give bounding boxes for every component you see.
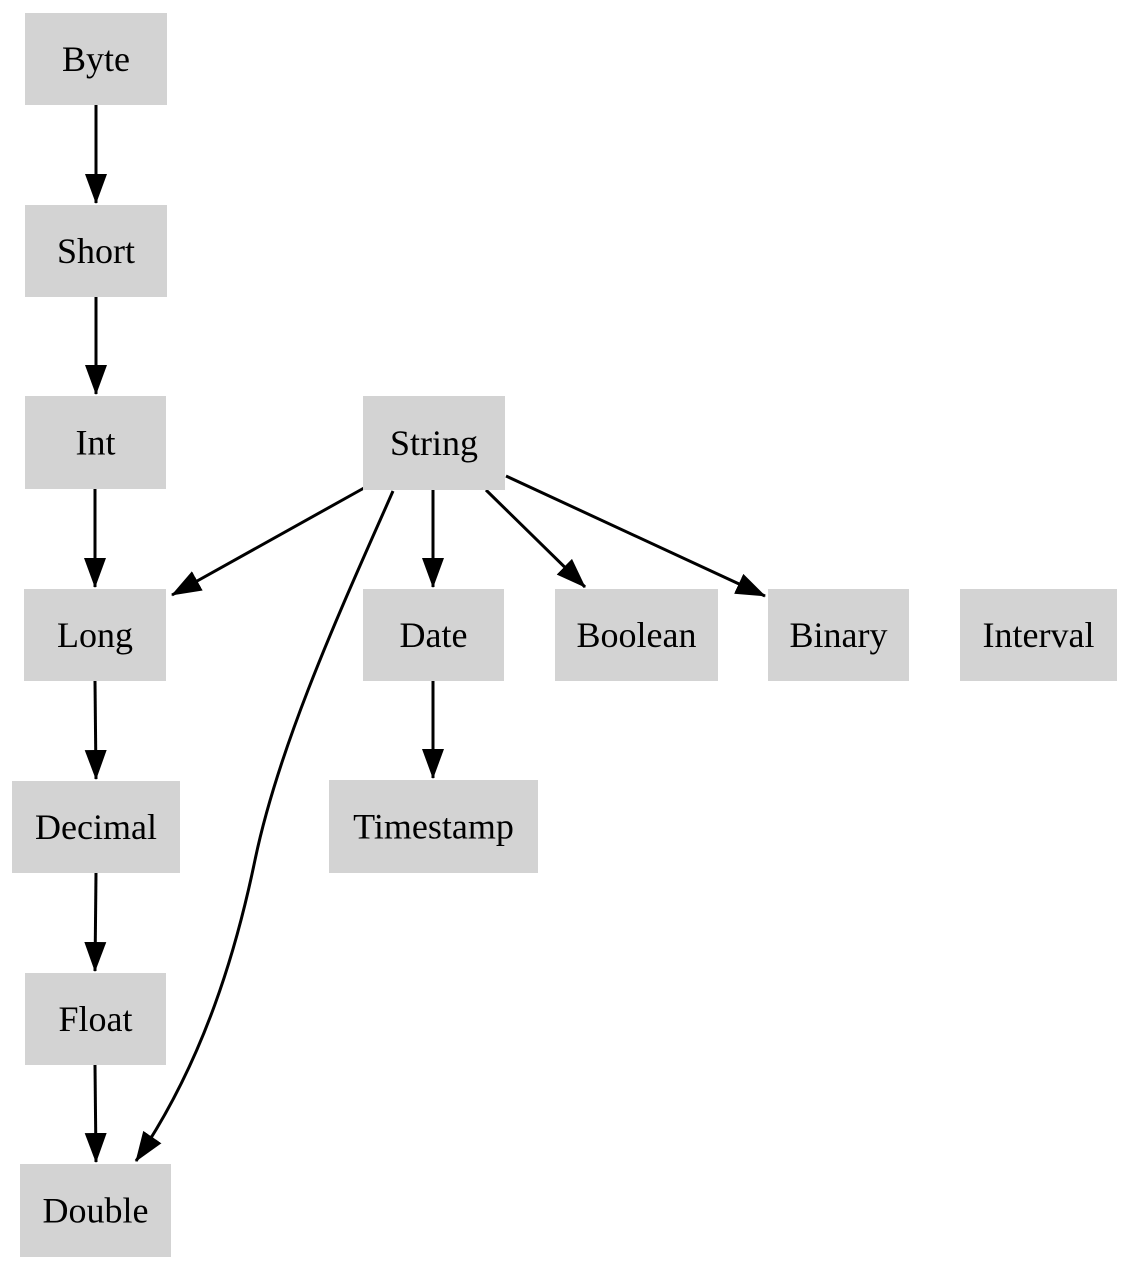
node-binary-label: Binary [790,615,888,655]
node-boolean-box [555,589,718,681]
node-float-label: Float [58,999,132,1039]
node-short: Short [25,205,167,297]
node-string-box [363,396,505,490]
edge-string-to-binary [505,474,766,598]
node-interval-box [960,589,1117,681]
node-short-label: Short [57,231,135,271]
node-binary-box [768,589,909,681]
node-decimal-label: Decimal [35,807,157,847]
node-boolean: Boolean [555,589,718,681]
node-double: Double [20,1164,171,1257]
node-byte-box [25,13,167,105]
node-timestamp-label: Timestamp [353,807,514,847]
node-interval: Interval [960,589,1117,681]
node-decimal: Decimal [12,781,180,873]
edge-decimal-to-float [84,872,107,972]
edge-float-to-double [84,1064,107,1163]
node-long: Long [24,589,166,681]
node-int-box [25,396,166,489]
node-short-box [25,205,167,297]
node-double-label: Double [43,1191,149,1231]
node-binary: Binary [768,589,909,681]
node-int: Int [25,396,166,489]
node-string-label: String [390,423,478,463]
edge-string-to-double [134,490,395,1162]
node-timestamp: Timestamp [329,780,538,873]
node-decimal-box [12,781,180,873]
edge-long-to-decimal [84,680,107,780]
node-timestamp-box [329,780,538,873]
node-interval-label: Interval [983,615,1095,655]
node-string: String [363,396,505,490]
node-double-box [20,1164,171,1257]
edges-layer [84,105,766,1163]
node-int-label: Int [76,423,116,463]
node-float-box [25,973,166,1065]
node-byte: Byte [25,13,167,105]
node-date-label: Date [400,615,468,655]
node-float: Float [25,973,166,1065]
edge-string-to-long [171,486,365,597]
node-date-box [363,589,504,681]
node-long-box [24,589,166,681]
edge-string-to-boolean [484,488,587,589]
node-byte-label: Byte [62,39,130,79]
node-long-label: Long [57,615,133,655]
node-date: Date [363,589,504,681]
node-boolean-label: Boolean [577,615,697,655]
